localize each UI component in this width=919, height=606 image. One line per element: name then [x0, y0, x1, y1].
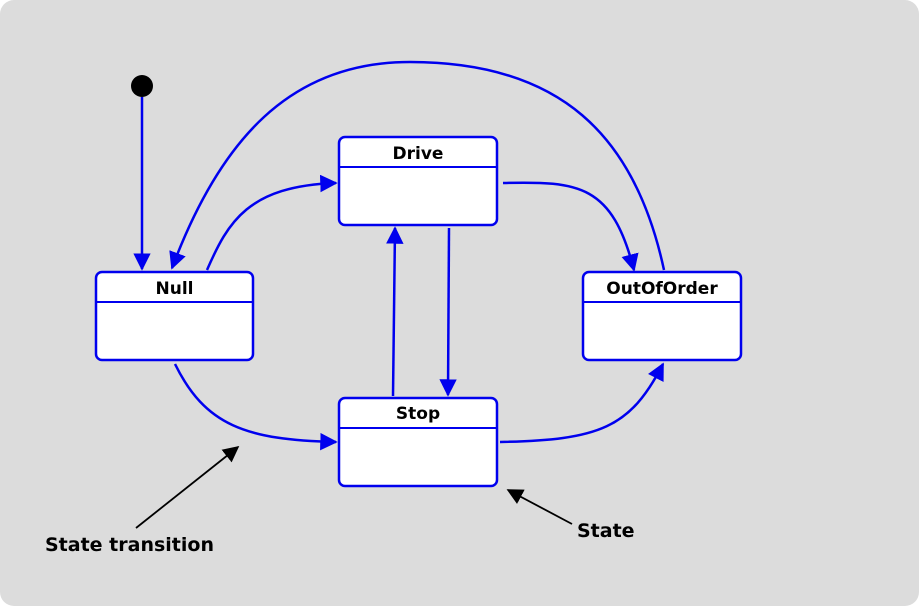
state-outoforder[interactable]: OutOfOrder	[581, 270, 743, 362]
transition-stop-to-outoforder	[499, 362, 665, 444]
annotation-arrow-state	[506, 489, 573, 525]
transition-drive-to-outoforder	[502, 181, 639, 272]
state-stop-title: Stop	[396, 404, 440, 424]
annotation-arrow-state-transition	[135, 445, 240, 529]
state-null[interactable]: Null	[94, 270, 255, 362]
transition-stop-to-drive	[386, 226, 404, 397]
annotation-state: State	[577, 520, 635, 542]
state-null-title: Null	[156, 279, 194, 299]
transition-drive-to-stop	[439, 227, 457, 397]
initial-state-dot	[131, 75, 153, 97]
state-stop[interactable]: Stop	[337, 396, 499, 488]
state-drive-title: Drive	[393, 144, 444, 164]
transition-outoforder-to-null	[169, 60, 666, 271]
state-outoforder-title: OutOfOrder	[606, 279, 718, 299]
transition-null-to-stop	[173, 363, 338, 451]
annotation-state-transition: State transition	[45, 534, 214, 556]
state-drive[interactable]: Drive	[337, 135, 499, 227]
transition-null-to-drive	[205, 174, 338, 271]
